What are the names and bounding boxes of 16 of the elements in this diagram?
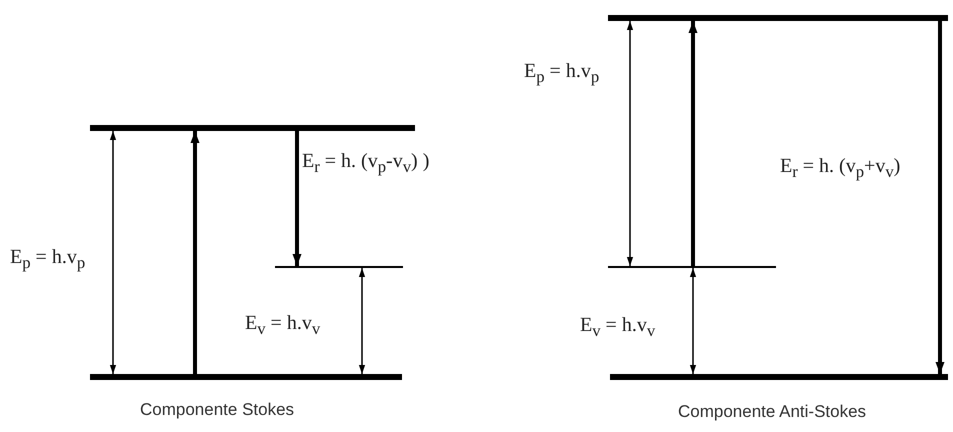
energy-level-line — [275, 266, 403, 268]
transition-arrow — [936, 21, 944, 374]
transition-arrow — [688, 21, 698, 266]
double-arrow — [358, 268, 366, 374]
transition-arrow — [190, 131, 200, 374]
double-arrow — [690, 268, 696, 374]
double-arrow — [626, 21, 634, 266]
energy-formula: E$_{r}$ = h. (v$_{p}$-v$_{v}$) ) — [300, 150, 432, 177]
energy-formula: E$_{p}$ = h.v$_{p}$ — [8, 246, 88, 273]
transition-arrow — [292, 131, 302, 266]
energy-level-line — [608, 266, 776, 268]
energy-formula: E$_{r}$ = h. (v$_{p}$+v$_{v}$) — [778, 155, 902, 182]
energy-formula: E$_{p}$ = h.v$_{p}$ — [522, 60, 602, 87]
diagram-caption: Componente Stokes — [140, 400, 294, 420]
diagram-caption: Componente Anti-Stokes — [678, 402, 866, 422]
double-arrow — [110, 131, 116, 374]
